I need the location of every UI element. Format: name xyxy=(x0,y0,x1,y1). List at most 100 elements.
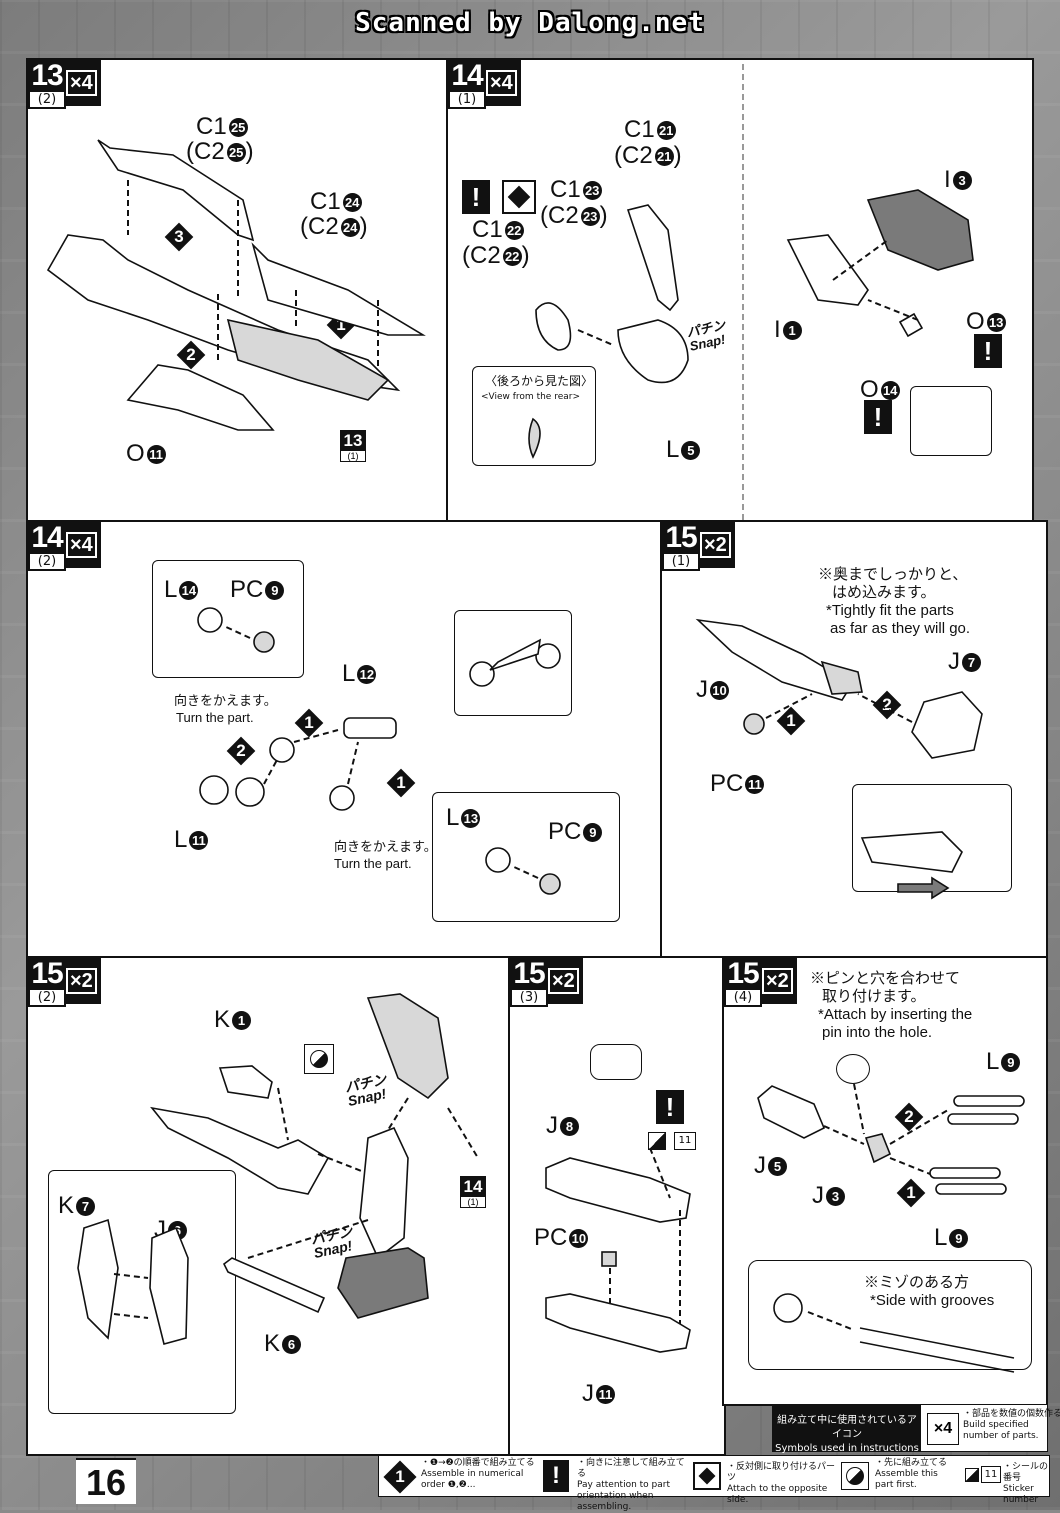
step-number: 14 xyxy=(31,521,63,554)
note-en-2: as far as they will go. xyxy=(830,620,971,637)
caution-icon: ! xyxy=(656,1090,684,1124)
note-jp-1: ※奥までしっかりと、 xyxy=(818,566,968,583)
note-jp-1: ※ピンと穴を合わせて xyxy=(810,970,961,987)
step-sub: (2) xyxy=(30,92,64,107)
parts-illustration xyxy=(757,1083,1025,1373)
step-badge: 14(2) ×4 xyxy=(28,522,101,571)
note-jp-2: はめ込みます。 xyxy=(832,584,936,601)
turn-note-en-bottom: Turn the part. xyxy=(334,856,412,871)
ref-step-13: 13(1) xyxy=(340,430,366,462)
step-number: 14 xyxy=(451,59,483,92)
multiplier: ×2 xyxy=(548,968,579,994)
caution-icon-o14: ! xyxy=(864,400,892,434)
parts-illustration xyxy=(77,993,479,1345)
note-jp-2: 取り付けます。 xyxy=(822,988,926,1005)
order-2-icon: 2 xyxy=(894,1102,924,1132)
assemble-first-icon xyxy=(304,1044,334,1074)
divider xyxy=(742,64,746,520)
step-number: 13 xyxy=(31,59,63,92)
caution-icon: ! xyxy=(462,180,490,214)
multiplier: ×4 xyxy=(66,532,97,558)
multiplier: ×2 xyxy=(700,532,731,558)
order-2-icon: 2 xyxy=(176,340,206,370)
order-2-icon: 2 xyxy=(226,736,256,766)
step-number: 15 xyxy=(513,957,545,990)
pin-hole-bubble xyxy=(836,1054,870,1084)
multiplier: ×2 xyxy=(66,968,97,994)
step-number: 15 xyxy=(727,957,759,990)
note-en-2: pin into the hole. xyxy=(822,1024,933,1041)
panel-step-15-1: 15(1) ×2 ※奥までしっかりと、 はめ込みます。 *Tightly fit… xyxy=(660,520,1048,960)
step-badge: 15(3) ×2 xyxy=(510,958,583,1007)
detail-bubble xyxy=(590,1044,642,1080)
rear-view-inset: 〈後ろから見た図〉 <View from the rear> xyxy=(472,366,596,466)
turn-note-jp-bottom: 向きをかえます。 xyxy=(334,840,437,855)
sticker-number: 11 xyxy=(674,1132,696,1150)
order-1-icon: 1 xyxy=(326,310,356,340)
multiplier: ×4 xyxy=(66,70,97,96)
note-en-1: *Attach by inserting the xyxy=(818,1006,973,1023)
order-1b-icon: 1 xyxy=(386,768,416,798)
multiplier: ×2 xyxy=(762,968,793,994)
step-sub: (3) xyxy=(512,990,546,1005)
order-1-icon: 1 xyxy=(294,708,324,738)
step-sub: (1) xyxy=(450,92,484,107)
opposite-side-icon xyxy=(502,180,536,214)
step-badge: 15(2) ×2 xyxy=(28,958,101,1007)
multiplier-icon: ×4 xyxy=(927,1413,959,1445)
order-1-icon: 1 xyxy=(776,706,806,736)
parts-illustration xyxy=(535,189,974,384)
sticker-icon xyxy=(648,1132,666,1150)
step-badge: 13(2) ×4 xyxy=(28,60,101,109)
turn-note-jp-top: 向きをかえます。 xyxy=(174,694,277,709)
caution-icon-o13: ! xyxy=(974,334,1002,368)
order-3-icon: 3 xyxy=(164,222,194,252)
inset-l14-pc9 xyxy=(152,560,304,678)
step-sub: (2) xyxy=(30,990,64,1005)
step-badge: 14(1) ×4 xyxy=(448,60,521,109)
page-number: 16 xyxy=(76,1458,136,1504)
groove-note-en: *Side with grooves xyxy=(870,1292,995,1309)
watermark: Scanned by Dalong.net xyxy=(355,8,705,38)
